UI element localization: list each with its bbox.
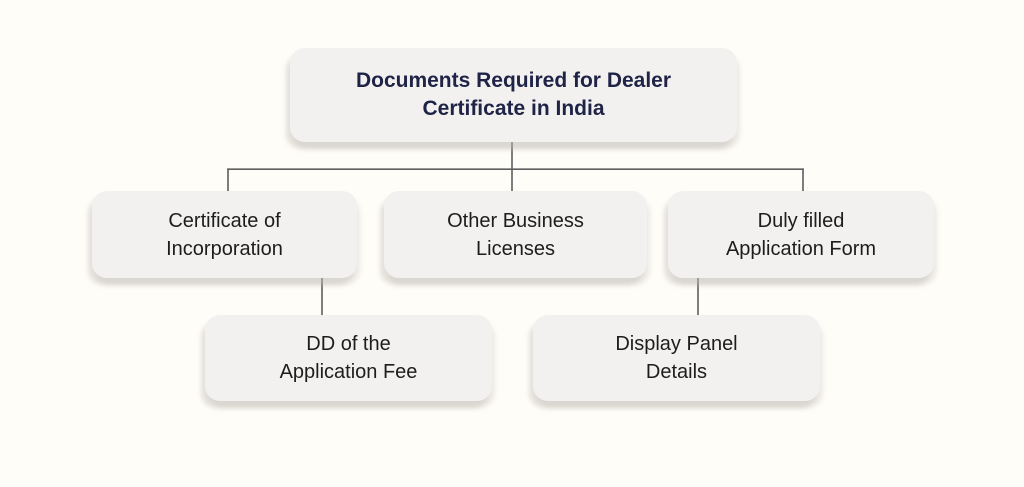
diagram-title-node: Documents Required for Dealer Certificat… [290, 48, 737, 142]
node-label-line1: Display Panel [615, 333, 738, 355]
node-display-panel-details: Display Panel Details [533, 315, 820, 401]
node-label-line2: Incorporation [166, 237, 283, 260]
node-label-line2: Details [645, 361, 708, 383]
node-label-line2: Application Fee [279, 361, 418, 383]
node-duly-filled-application-form: Duly filled Application Form [668, 191, 934, 278]
node-label-line1: Certificate of [168, 209, 281, 232]
node-label-line1: Duly filled [757, 209, 845, 232]
node-label-line2: Application Form [725, 237, 877, 260]
node-certificate-of-incorporation: Certificate of Incorporation [92, 191, 357, 278]
node-other-business-licenses: Other Business Licenses [384, 191, 647, 278]
diagram-title-line1: Documents Required for Dealer [355, 69, 672, 92]
node-label-line1: Other Business [447, 209, 584, 232]
node-dd-of-application-fee: DD of the Application Fee [205, 315, 492, 401]
diagram-title-line2: Certificate in India [422, 97, 605, 120]
node-label-line2: Licenses [476, 237, 555, 260]
node-label-line1: DD of the [306, 333, 391, 355]
